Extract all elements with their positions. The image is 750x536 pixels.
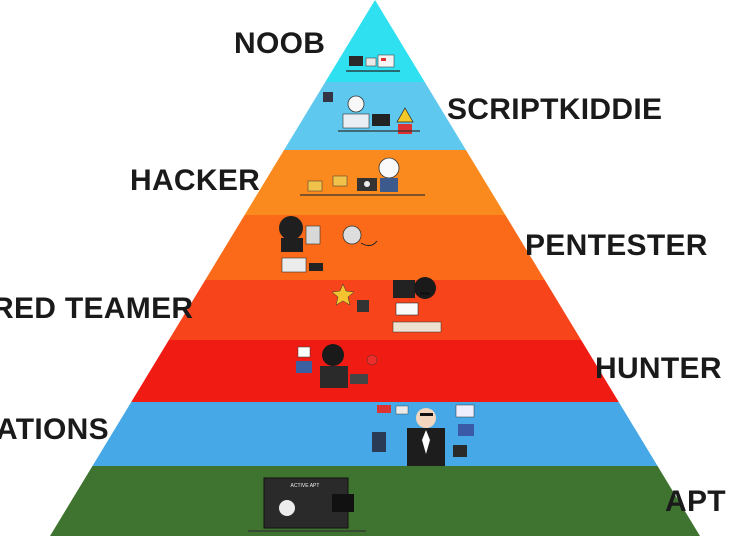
apt-screen-text: ACTIVE APT	[291, 483, 320, 489]
person-icon	[378, 157, 400, 179]
folder-icon	[307, 180, 323, 192]
monitor-icon	[455, 404, 475, 418]
bug-icon	[366, 354, 378, 366]
hacker-icon	[414, 277, 436, 299]
level-label-hunter: HUNTER	[595, 352, 722, 385]
hacker-scene	[300, 157, 425, 196]
level-label-scriptkiddie: SCRIPTKIDDIE	[447, 93, 663, 126]
star-icon	[331, 283, 355, 306]
flag-icon	[377, 405, 391, 413]
globe-icon	[342, 225, 362, 245]
agent-icon	[416, 408, 436, 428]
pyramid-band-4	[168, 280, 582, 340]
monitor-icon	[393, 280, 415, 298]
warning-icon	[396, 107, 414, 123]
pyramid-band-7	[50, 466, 700, 536]
hunter-scene	[296, 344, 378, 388]
scriptkiddie-scene	[323, 92, 420, 134]
laptop-icon	[349, 56, 363, 66]
level-label-hacker: HACKER	[130, 164, 261, 197]
agent-scene	[372, 404, 475, 466]
apt-scene: ACTIVE APT	[248, 477, 366, 532]
hacker-icon	[279, 216, 303, 240]
person-icon	[347, 95, 365, 113]
level-label-pentester: PENTESTER	[525, 229, 708, 262]
person-icon	[279, 500, 295, 516]
level-label-noob: NOOB	[234, 27, 326, 60]
pyramid-bands	[50, 0, 700, 536]
connector-lines	[347, 70, 400, 247]
laptop-icon	[350, 374, 368, 384]
hacker-icon	[322, 344, 344, 366]
laptop-icon	[372, 114, 390, 126]
pyramid-band-5	[131, 340, 619, 402]
pyramid-band-3	[205, 215, 545, 280]
skull-icon	[364, 181, 370, 187]
pentester-scene	[279, 216, 362, 273]
level-label-apt: APT	[665, 485, 726, 518]
level-label-red-teamer: RED TEAMER	[0, 292, 194, 325]
redteamer-scene	[331, 277, 442, 333]
level-label-operations: ATIONS	[0, 413, 109, 446]
pyramid-band-0	[325, 0, 425, 82]
